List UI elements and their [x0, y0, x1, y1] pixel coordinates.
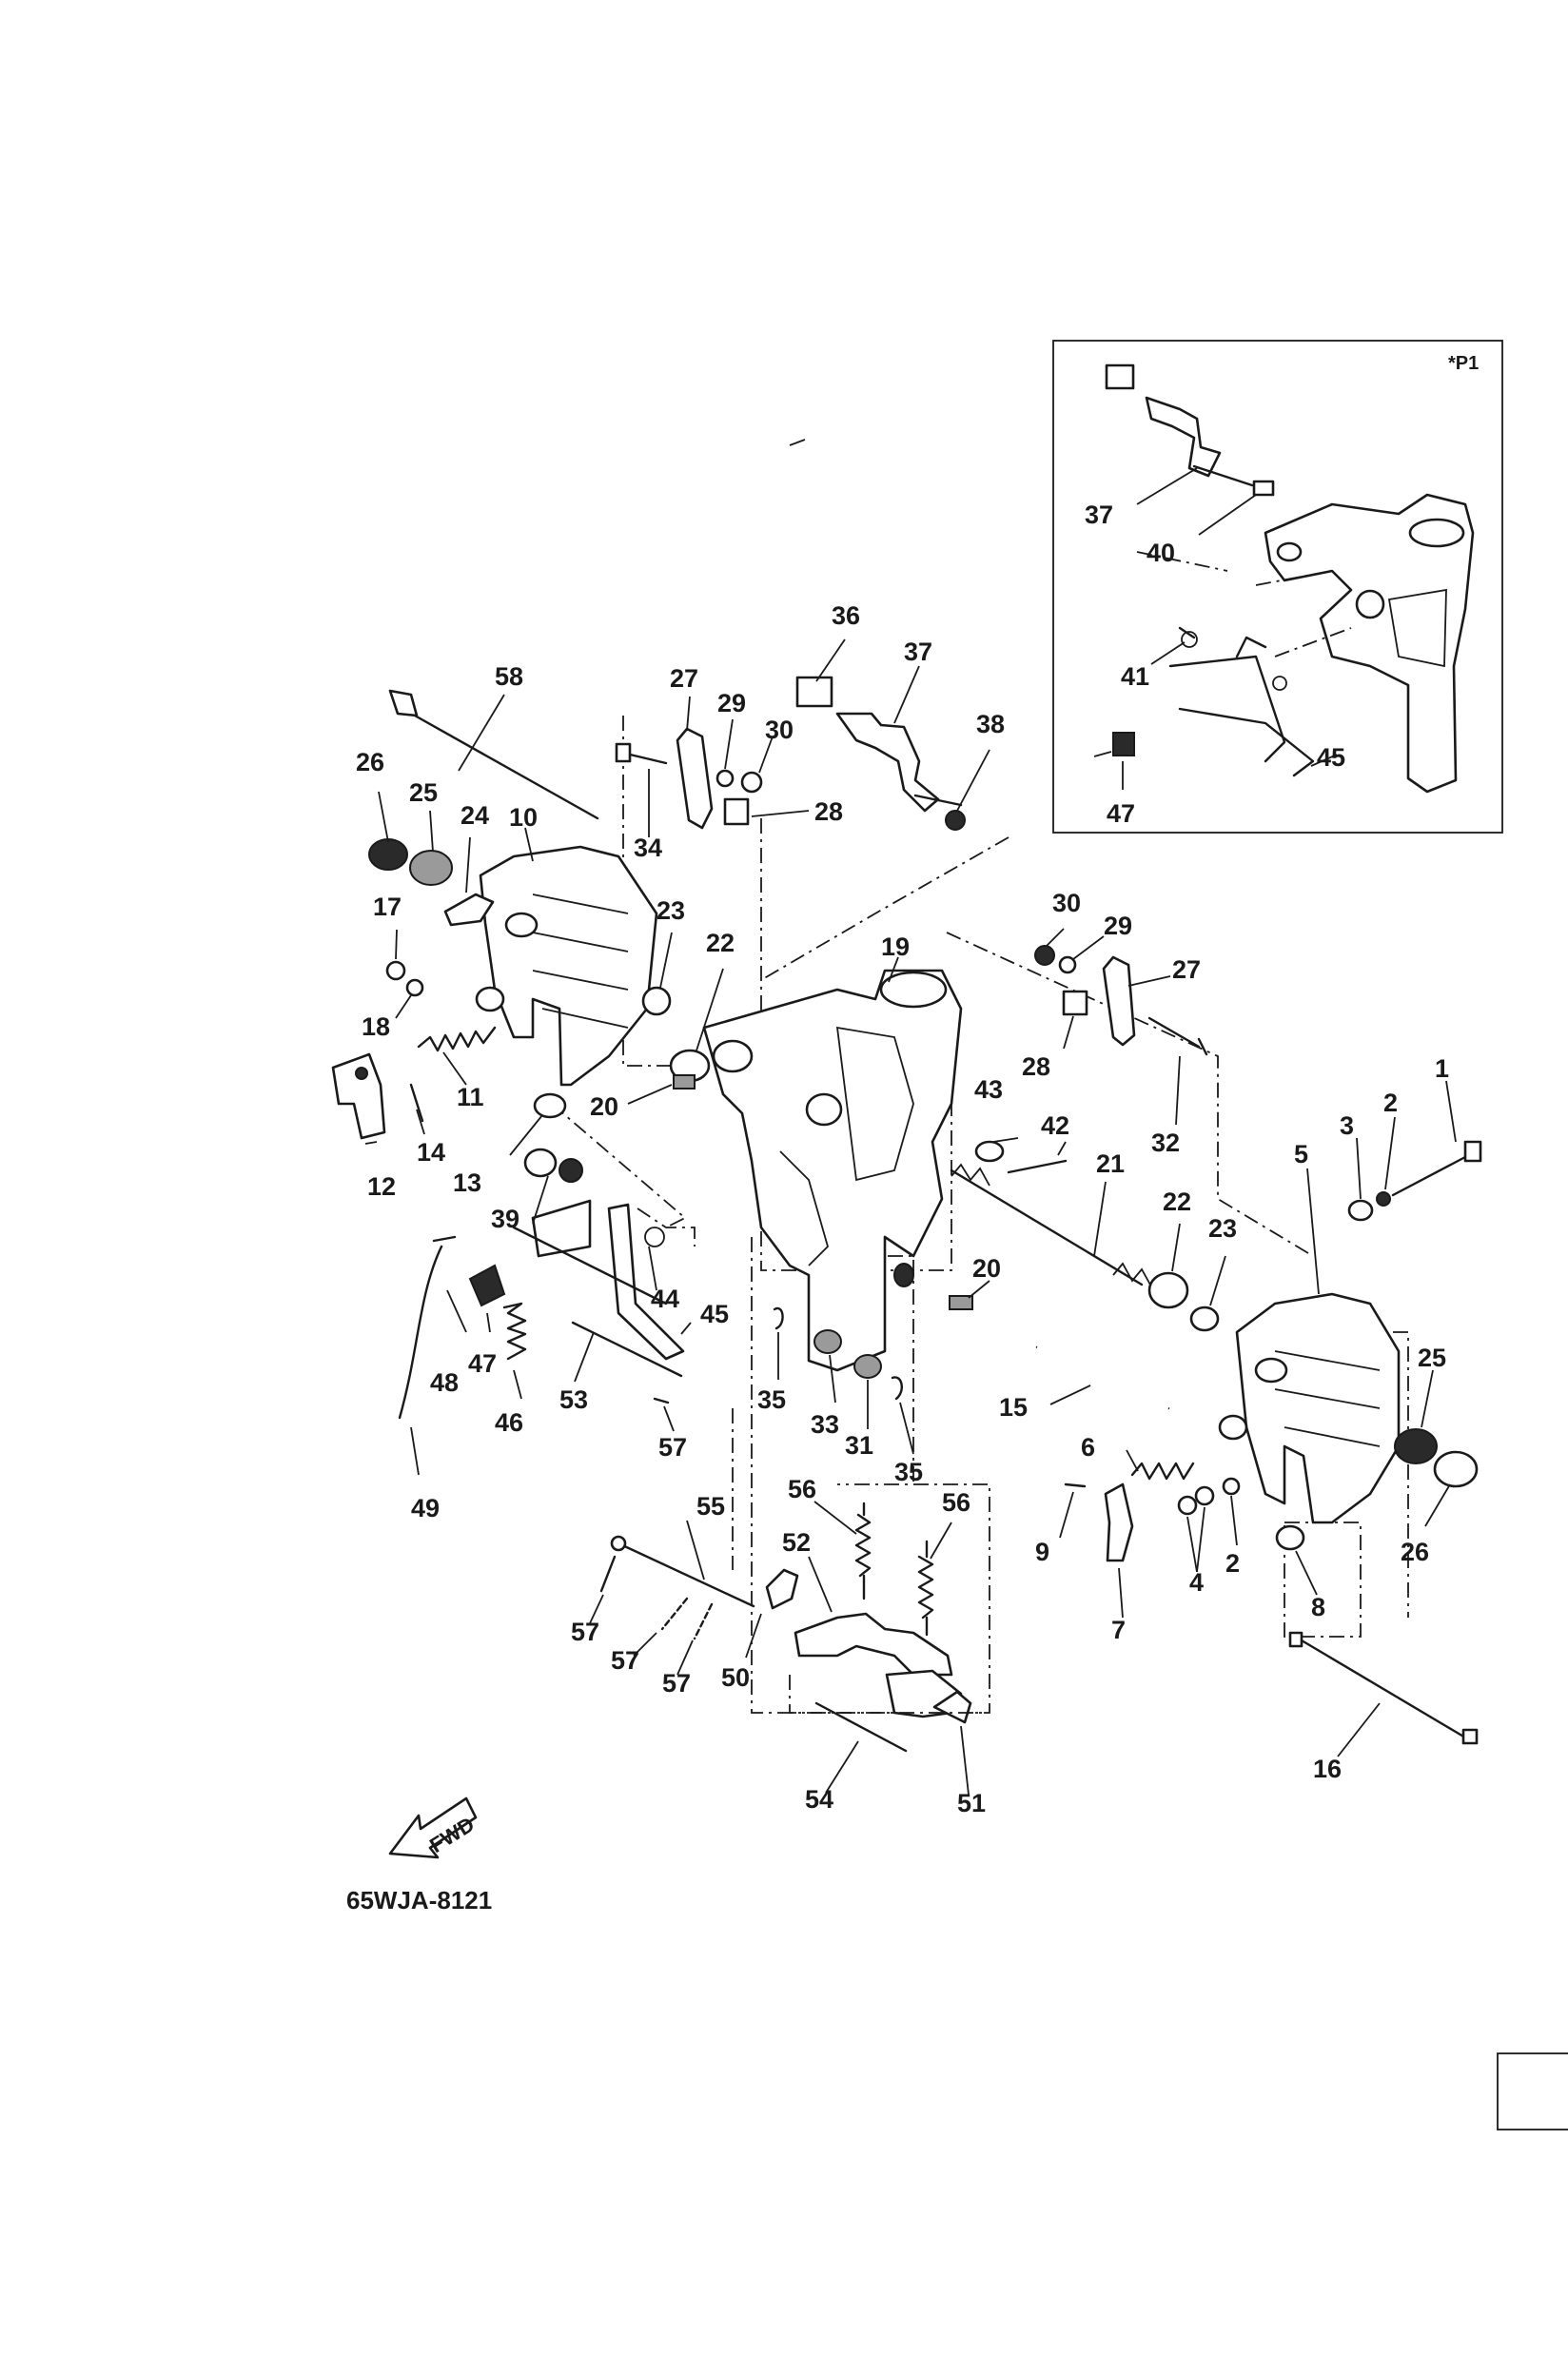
lift-link-icon: [794, 1612, 953, 1677]
callout-43: 43: [974, 1075, 1003, 1104]
right-clamp-bracket-icon: [1235, 1292, 1401, 1524]
callout-15: 15: [999, 1393, 1028, 1422]
callout-16: 16: [1313, 1755, 1342, 1783]
callout-49: 49: [411, 1494, 440, 1522]
callout-45: 45: [700, 1300, 729, 1328]
callout-37: 37: [904, 638, 932, 666]
callout-17: 17: [373, 893, 402, 921]
trim-grip-icon: [795, 676, 833, 708]
callout-57-c: 57: [662, 1669, 691, 1698]
callout-27: 27: [670, 664, 698, 693]
callout-1: 1: [1435, 1054, 1449, 1083]
callout-labels: 58 26 25 24 10 17 18 11 12 14 13 23 22 2…: [356, 601, 1449, 1817]
callout-44: 44: [651, 1285, 679, 1313]
inset-tag: *P1: [1448, 353, 1479, 374]
inset-grip-icon: [1105, 363, 1135, 390]
callout-14: 14: [417, 1138, 445, 1167]
callout-25-right: 25: [1418, 1344, 1446, 1372]
callout-7: 7: [1111, 1616, 1126, 1644]
callout-12: 12: [367, 1172, 396, 1201]
callout-3: 3: [1340, 1111, 1354, 1140]
callout-31: 31: [845, 1431, 873, 1460]
callout-23-right: 23: [1208, 1214, 1237, 1243]
callout-29-right: 29: [1104, 912, 1132, 940]
callout-inset-45: 45: [1317, 743, 1345, 772]
callout-47: 47: [468, 1349, 497, 1378]
callout-48: 48: [430, 1368, 459, 1397]
callout-10: 10: [509, 803, 538, 832]
callout-35: 35: [757, 1385, 786, 1414]
callout-20-right: 20: [972, 1254, 1001, 1283]
callout-30-right: 30: [1052, 889, 1081, 917]
callout-55: 55: [696, 1492, 725, 1521]
callout-inset-40: 40: [1147, 539, 1175, 567]
callout-51: 51: [957, 1789, 986, 1817]
callout-35-lower: 35: [894, 1458, 923, 1486]
callout-23: 23: [657, 896, 685, 925]
callout-21: 21: [1096, 1149, 1125, 1178]
callout-26-right: 26: [1401, 1538, 1429, 1566]
callout-34: 34: [634, 834, 662, 862]
callout-50: 50: [721, 1663, 750, 1692]
page-tab-box: [1497, 2052, 1568, 2130]
callout-36: 36: [832, 601, 860, 630]
swivel-bracket-icon: [702, 969, 963, 1372]
callout-8: 8: [1311, 1593, 1325, 1621]
callout-5: 5: [1294, 1140, 1308, 1168]
callout-9: 9: [1035, 1538, 1049, 1566]
callout-52: 52: [782, 1528, 811, 1557]
forward-arrow-icon: [388, 1796, 478, 1859]
callout-6: 6: [1081, 1433, 1095, 1462]
callout-28: 28: [814, 797, 843, 826]
fwd-arrow: FWD: [388, 1796, 479, 1859]
inset-bracket-icon: [1264, 493, 1475, 794]
callout-20: 20: [590, 1092, 618, 1121]
callout-32: 32: [1151, 1129, 1180, 1157]
callout-2-upper: 2: [1383, 1089, 1398, 1117]
callout-11: 11: [457, 1083, 484, 1111]
callout-26: 26: [356, 748, 384, 776]
drawing-code: 65WJA-8121: [346, 1886, 492, 1914]
callout-24: 24: [461, 801, 489, 830]
callout-18: 18: [362, 1012, 390, 1041]
callout-25: 25: [409, 778, 438, 807]
callout-4: 4: [1189, 1568, 1204, 1597]
callout-56-right: 56: [942, 1488, 970, 1517]
callout-57: 57: [658, 1433, 687, 1462]
callout-2-lower: 2: [1225, 1549, 1240, 1578]
callout-22-right: 22: [1163, 1188, 1191, 1216]
inset-clip-icon: [1112, 732, 1135, 756]
callout-27-right: 27: [1172, 955, 1201, 984]
callout-30: 30: [765, 716, 794, 744]
callout-29: 29: [717, 689, 746, 717]
callout-57-b: 57: [611, 1646, 639, 1675]
callout-57-a: 57: [571, 1618, 599, 1646]
main-assembly: [331, 638, 1482, 1796]
callout-58: 58: [495, 662, 523, 691]
callout-28-right: 28: [1022, 1052, 1050, 1081]
callout-inset-37: 37: [1085, 501, 1113, 529]
callout-19: 19: [881, 933, 910, 961]
callout-inset-41: 41: [1121, 662, 1149, 691]
left-clamp-bracket-icon: [479, 845, 658, 1087]
callout-56-left: 56: [788, 1475, 816, 1503]
callout-33: 33: [811, 1410, 839, 1439]
callout-53: 53: [559, 1385, 588, 1414]
callout-42: 42: [1041, 1111, 1069, 1140]
callout-22: 22: [706, 929, 735, 957]
callout-13: 13: [453, 1168, 481, 1197]
inset-panel: *P1 37 40 41 45 47: [1052, 340, 1503, 834]
callout-54: 54: [805, 1785, 833, 1814]
callout-46: 46: [495, 1408, 523, 1437]
callout-inset-47: 47: [1107, 799, 1135, 828]
callout-39: 39: [491, 1205, 519, 1233]
callout-38: 38: [976, 710, 1005, 738]
stray-mark: [789, 439, 806, 446]
inset-frame: [1052, 340, 1503, 834]
